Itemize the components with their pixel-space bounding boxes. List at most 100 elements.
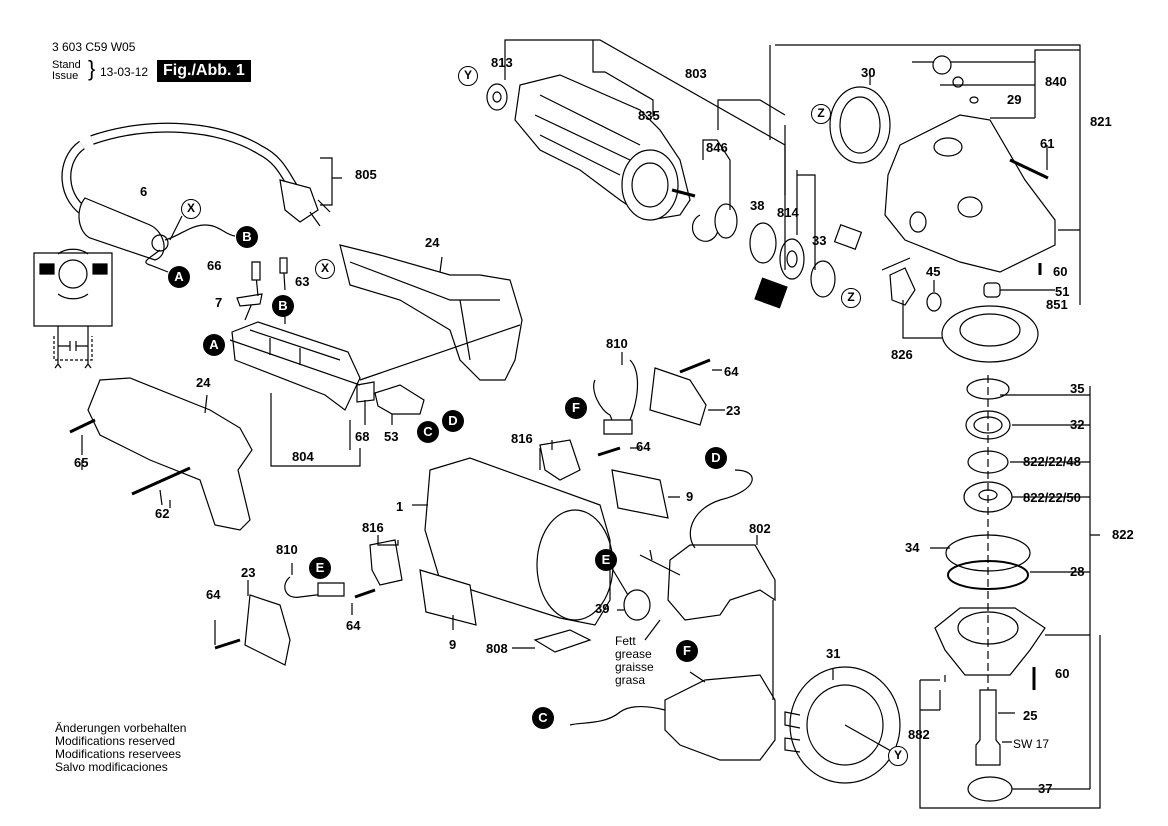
part-label-64-c: 64 [346, 618, 361, 633]
gear-symbol-1 [755, 278, 787, 308]
connector-marker-a: A [203, 334, 225, 356]
brace: } [88, 56, 96, 81]
bearing-flange [935, 608, 1045, 675]
document-number: 3 603 C59 W05 [52, 40, 136, 54]
part-label-64-b: 64 [636, 439, 651, 454]
part-label-61: 61 [1040, 136, 1055, 151]
part-label-835: 835 [638, 108, 660, 123]
reference-marker-x: X [315, 259, 335, 279]
gear-housing-821 [885, 115, 1055, 272]
part-label-23-lower: 23 [241, 565, 256, 580]
part-label-23-upper: 23 [726, 403, 741, 418]
bearing-flange-33 [811, 261, 835, 297]
grease-note: Fett grease graisse grasa [615, 635, 654, 687]
part-label-1: 1 [396, 499, 404, 514]
connector-marker-b: B [236, 226, 258, 248]
part-label-9-lower: 9 [449, 637, 457, 652]
part-label-65: 65 [74, 455, 89, 470]
screw-64d [215, 640, 240, 648]
sleeve-51 [984, 283, 1000, 297]
label-plate-9a [612, 470, 668, 518]
connector-marker-d: D [705, 447, 727, 469]
part-label-64-a: 64 [724, 364, 739, 379]
part-label-805: 805 [355, 167, 377, 182]
switch-housing [232, 322, 360, 410]
connector-marker-c: C [417, 421, 439, 443]
circlip [693, 215, 719, 241]
part-label-816-upper: 816 [511, 431, 533, 446]
switch-cover-68 [357, 382, 374, 402]
reference-marker-z: Z [841, 288, 861, 308]
reference-marker-y: Y [888, 746, 908, 766]
brush-cap-23b [245, 595, 290, 665]
part-label-846: 846 [706, 140, 728, 155]
connector-marker-c: C [532, 707, 554, 729]
issue-label: Issue [52, 70, 79, 82]
part-label-6: 6 [140, 184, 148, 199]
part-label-821: 821 [1090, 114, 1112, 129]
pinion [890, 268, 915, 305]
part-label-822-22-48: 822/22/48 [1023, 454, 1081, 469]
part-label-840: 840 [1045, 74, 1067, 89]
reference-marker-x: X [181, 199, 201, 219]
part-label-31: 31 [826, 646, 841, 661]
part-label-813: 813 [491, 55, 513, 70]
screw-64a [680, 360, 710, 372]
handle-upper-24 [340, 245, 522, 380]
screw-61 [1010, 160, 1048, 178]
screw-65 [70, 420, 95, 432]
part-label-882: 882 [908, 727, 930, 742]
connector-marker-f: F [565, 397, 587, 419]
cord-sleeve [79, 198, 164, 260]
part-label-24-lower: 24 [196, 375, 211, 390]
reference-marker-y: Y [458, 66, 478, 86]
part-label-851: 851 [1046, 297, 1068, 312]
part-label-51: 51 [1055, 284, 1070, 299]
reference-marker-z: Z [811, 104, 831, 124]
connector-marker-b: B [272, 295, 294, 317]
screw-64c [355, 590, 375, 597]
fan-guide-30 [830, 87, 890, 163]
field-coil-lower [665, 675, 775, 760]
part-label-68: 68 [355, 429, 370, 444]
grease-note-es: grasa [615, 673, 646, 687]
part-label-53: 53 [384, 429, 399, 444]
part-label-33: 33 [812, 233, 827, 248]
motor-housing-1 [425, 458, 610, 625]
needle-bearing-38 [750, 223, 776, 263]
ball-bearing-814 [780, 239, 804, 279]
grease-note-de: Fett [615, 634, 636, 648]
part-label-30: 30 [861, 65, 876, 80]
brush-cap-23a [650, 368, 706, 425]
carbon-brush-b [318, 583, 344, 596]
issue-date: 13-03-12 [100, 65, 149, 79]
part-label-60-bottom: 60 [1055, 666, 1070, 681]
brush-holder-816b [370, 540, 402, 585]
carbon-brush-a [604, 420, 632, 434]
part-label-32: 32 [1070, 417, 1085, 432]
part-label-28: 28 [1070, 564, 1085, 579]
modifications-notice: Änderungen vorbehalten Modifications res… [55, 722, 186, 774]
part-label-25: 25 [1023, 708, 1038, 723]
part-label-803: 803 [685, 66, 707, 81]
part-label-804: 804 [292, 449, 314, 464]
part-label-814: 814 [777, 205, 799, 220]
part-label-45: 45 [926, 264, 941, 279]
handle-lower-24 [88, 378, 252, 530]
wrench-size-label: SW 17 [1013, 737, 1050, 751]
part-label-34: 34 [905, 540, 920, 555]
stand-issue-label: Stand Issue [52, 60, 81, 82]
switch-slider-53 [375, 385, 424, 414]
notice-en: Modifications reserved [55, 734, 176, 748]
part-label-822-22-50: 822/22/50 [1023, 490, 1081, 505]
label-plate-9b [420, 570, 476, 625]
part-label-35: 35 [1070, 381, 1085, 396]
bearing-813 [487, 84, 507, 110]
part-label-7: 7 [215, 295, 223, 310]
connector-marker-d: D [442, 410, 464, 432]
part-label-60-top: 60 [1053, 264, 1068, 279]
field-coil-upper [668, 545, 775, 620]
grease-note-en: grease [615, 647, 652, 661]
spring-clip-7 [237, 294, 262, 306]
screw-62 [132, 468, 190, 494]
